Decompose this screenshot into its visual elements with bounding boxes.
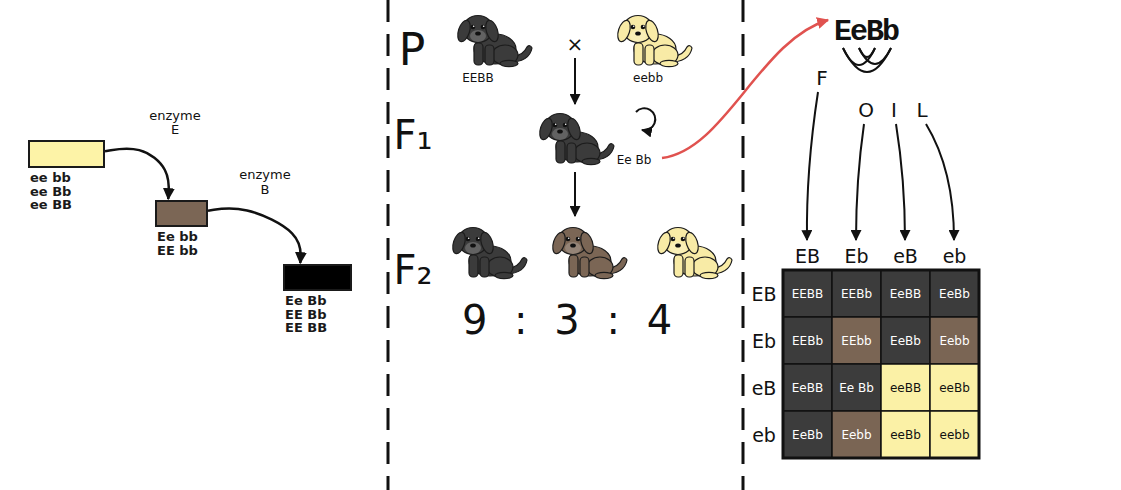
punnett-cell-text: EEBb	[841, 288, 872, 300]
enzyme-label: enzyme B	[237, 168, 293, 197]
punnett-cell	[832, 411, 881, 458]
black-puppy	[455, 16, 532, 67]
generation-label: F₁	[393, 115, 432, 155]
punnett-cell	[832, 317, 881, 364]
punnett-cell-text: EeBb	[939, 288, 970, 300]
yellow-puppy	[655, 228, 732, 279]
foil-arrow	[856, 124, 864, 240]
punnett-cell-text: eeBb	[890, 429, 921, 441]
cross-arrow	[574, 58, 576, 104]
foil-arrow	[807, 92, 818, 240]
genotype-node: ee bb ee Bb ee BB	[28, 140, 105, 212]
foil-arrow	[896, 124, 905, 240]
genotype-list: Ee bb EE bb	[157, 230, 205, 257]
genotype-list: Ee Bb EE Bb EE BB	[285, 294, 333, 335]
red-link-arrow	[662, 20, 828, 158]
punnett-cell	[881, 411, 930, 458]
punnett-cell-text: EEbb	[841, 335, 871, 347]
foil-letter: L	[916, 100, 927, 120]
dihybrid-genotype: EeBb	[834, 17, 898, 47]
punnett-cell	[930, 364, 979, 411]
gamete-header: Eb	[752, 331, 776, 350]
punnett-cell-text: EeBb	[792, 429, 823, 441]
pigment-box	[28, 140, 105, 168]
genotype-label: Ee Bb	[617, 154, 652, 166]
cross-symbol: ×	[567, 34, 584, 54]
punnett-cell	[783, 411, 832, 458]
punnett-cell	[783, 270, 832, 317]
punnett-square	[783, 270, 979, 458]
punnett-cell	[832, 270, 881, 317]
enzyme-label: enzyme E	[147, 109, 203, 138]
gamete-header: EB	[751, 284, 776, 303]
generation-label: F₂	[393, 250, 432, 290]
punnett-cell	[930, 317, 979, 364]
brown-puppy	[550, 228, 627, 279]
enzyme-arrow	[105, 149, 169, 199]
phenotype-ratio: 9 : 3 : 4	[462, 300, 672, 340]
punnett-cell	[783, 364, 832, 411]
genotype-node: Ee Bb EE Bb EE BB	[283, 264, 352, 335]
foil-line	[859, 48, 891, 64]
punnett-cell-text: EEBB	[792, 288, 824, 300]
punnett-cell	[930, 411, 979, 458]
pigment-box	[283, 264, 352, 291]
generation-label: P	[399, 28, 426, 72]
punnett-cell	[783, 317, 832, 364]
punnett-cell-text: Ee Bb	[839, 382, 874, 394]
genotype-label: eebb	[633, 72, 663, 84]
punnett-cell-text: EeBB	[890, 288, 921, 300]
punnett-border	[783, 270, 979, 458]
genotype-label: EEBB	[462, 72, 494, 84]
foil-arrow	[926, 124, 954, 240]
gamete-header: EB	[795, 247, 820, 266]
punnett-cell-text: Eebb	[841, 429, 871, 441]
black-puppy	[450, 228, 527, 279]
punnett-cell-text: EEBb	[792, 335, 823, 347]
black-puppy	[537, 114, 614, 165]
punnett-cell-text: eeBb	[939, 382, 970, 394]
foil-line	[843, 48, 891, 72]
foil-letter: F	[816, 68, 828, 88]
punnett-cell-text: EeBB	[792, 382, 823, 394]
genotype-list: ee bb ee Bb ee BB	[30, 171, 78, 212]
gamete-header: eb	[943, 247, 967, 266]
foil-letter: I	[891, 100, 897, 120]
gamete-header: eB	[893, 247, 918, 266]
panel-divider	[387, 0, 390, 490]
punnett-cell-text: EeBb	[890, 335, 921, 347]
punnett-cell	[881, 270, 930, 317]
foil-letter: O	[858, 100, 874, 120]
punnett-cell	[881, 317, 930, 364]
panel-divider	[742, 0, 745, 490]
gamete-header: Eb	[844, 247, 868, 266]
enzyme-arrow	[208, 208, 301, 263]
pigment-box	[155, 200, 208, 227]
cross-arrow	[574, 172, 576, 216]
punnett-cell	[930, 270, 979, 317]
yellow-puppy	[615, 16, 692, 67]
gamete-header: eB	[752, 378, 777, 397]
punnett-cell-text: Eebb	[939, 335, 969, 347]
foil-arrows	[807, 92, 954, 240]
punnett-cell	[832, 364, 881, 411]
gamete-header: eb	[752, 425, 776, 444]
self-cross-arrow	[636, 108, 655, 130]
punnett-cell-text: eebb	[940, 429, 970, 441]
punnett-cell-text: eeBB	[890, 382, 921, 394]
foil-lines	[843, 48, 891, 72]
punnett-cell	[881, 364, 930, 411]
genotype-node: Ee bb EE bb	[155, 200, 208, 257]
